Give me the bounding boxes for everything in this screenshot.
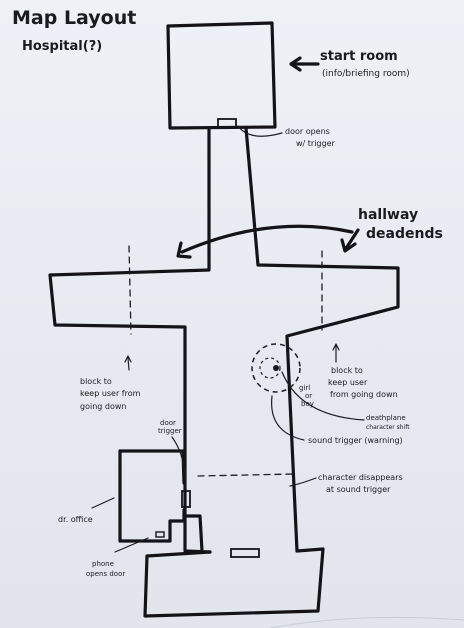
- block-left-arrow-head: [124, 355, 132, 363]
- left-deadend-dashed: [128, 245, 132, 335]
- bottom-room-door: [230, 548, 260, 558]
- left-corridor-wall: [48, 126, 212, 554]
- hallway-label-2: deadends: [366, 226, 443, 242]
- door-trigger-label-1: door: [160, 419, 176, 427]
- dr-office-side-wall: [182, 514, 204, 553]
- bottom-room: [143, 547, 325, 618]
- character-label-1: character disappears: [318, 473, 403, 482]
- hallway-arrow-right: [343, 228, 360, 252]
- block-right-label-3: from going down: [330, 390, 398, 399]
- block-left-label-3: going down: [80, 402, 126, 411]
- hallway-arrow-head-left: [176, 241, 192, 259]
- girl-label-1: girl: [299, 384, 310, 392]
- hallway-arrow-head-right: [340, 238, 357, 253]
- sound-trigger-circle: [251, 343, 301, 393]
- door-opens-label-2: w/ trigger: [296, 139, 336, 148]
- paper-edge: [269, 616, 464, 628]
- start-room-arrow-head: [289, 56, 302, 72]
- title: Map Layout: [12, 7, 136, 29]
- door-trigger-pointer: [171, 436, 187, 491]
- dr-office-label: dr. office: [58, 515, 93, 524]
- character-pointer: [289, 477, 317, 487]
- character-label-2: at sound trigger: [326, 485, 391, 494]
- dr-office-walls: [118, 449, 186, 543]
- hallway-label-1: hallway: [358, 207, 418, 223]
- character-dot: [273, 365, 279, 371]
- sound-trigger-pointer: [271, 395, 305, 441]
- deathplane-label-1: deathplane: [366, 414, 406, 422]
- girl-label-2: or: [305, 392, 312, 400]
- hallway-arrow: [180, 224, 354, 254]
- deathplane-pointer: [281, 371, 365, 421]
- block-right-label-2: keep user: [328, 378, 368, 387]
- phone-pointer: [114, 537, 149, 553]
- dr-office-pointer: [91, 497, 115, 509]
- block-left-arrow: [127, 357, 130, 371]
- block-left-label-1: block to: [80, 377, 112, 386]
- start-room-note: (info/briefing room): [322, 69, 410, 79]
- sound-trigger-inner: [259, 357, 281, 379]
- door-opens-pointer: [237, 125, 283, 137]
- right-corridor-wall: [244, 126, 400, 553]
- character-dashed-line: [197, 473, 297, 477]
- block-left-label-2: keep user from: [80, 389, 141, 398]
- deathplane-label-2: character shift: [366, 424, 410, 431]
- dr-office-door: [181, 490, 191, 508]
- door-opens-label-1: door opens: [285, 127, 330, 136]
- start-room-door: [217, 118, 237, 128]
- block-right-label-1: block to: [331, 366, 363, 375]
- sound-trigger-label: sound trigger (warning): [308, 436, 403, 445]
- subtitle: Hospital(?): [22, 39, 102, 54]
- phone: [155, 531, 165, 538]
- door-trigger-label-2: trigger: [158, 427, 182, 435]
- start-room-label: start room: [320, 49, 398, 64]
- phone-label-2: opens door: [86, 570, 125, 578]
- block-right-arrow-head: [332, 343, 340, 351]
- start-room: [166, 21, 277, 130]
- phone-label-1: phone: [92, 560, 114, 568]
- dr-office-top-wall: [118, 449, 186, 485]
